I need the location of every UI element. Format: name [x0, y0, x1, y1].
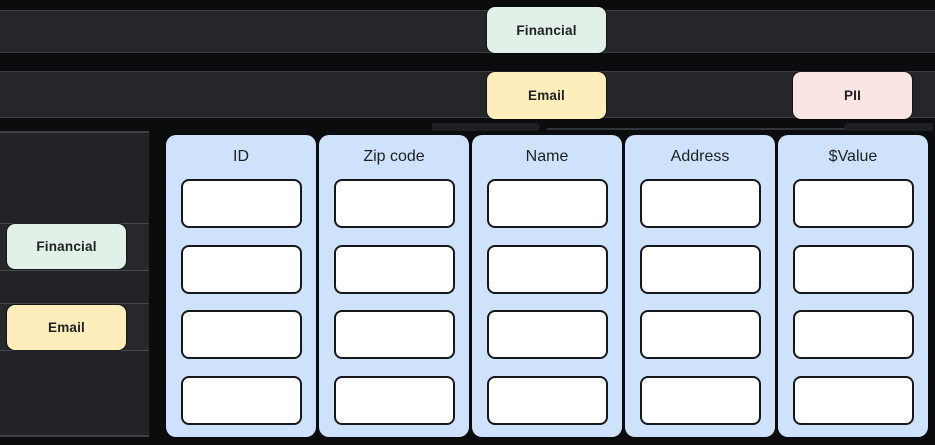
top-row-2 — [0, 71, 935, 118]
sidebar-panel: Financial Email — [0, 131, 149, 437]
table-column--value: $Value — [778, 135, 928, 437]
table-cell[interactable] — [486, 179, 608, 228]
table-cell[interactable] — [639, 375, 761, 425]
table-column-id: ID — [166, 135, 316, 437]
table-cell[interactable] — [180, 179, 302, 228]
connector-stub-right — [844, 123, 933, 131]
table-cell[interactable] — [180, 310, 302, 359]
table-column-zip-code: Zip code — [319, 135, 469, 437]
table-cell[interactable] — [333, 375, 455, 425]
table-cell[interactable] — [792, 375, 914, 425]
table-cell[interactable] — [792, 244, 914, 294]
table-cell[interactable] — [180, 375, 302, 425]
table-cell[interactable] — [639, 179, 761, 228]
column-header: Name — [525, 148, 569, 165]
tag-pii-top[interactable]: PII — [793, 72, 912, 119]
column-cells — [792, 179, 914, 425]
column-header: Address — [670, 148, 730, 165]
table-cell[interactable] — [792, 179, 914, 228]
table-cell[interactable] — [639, 310, 761, 359]
table-cell[interactable] — [792, 310, 914, 359]
column-cells — [333, 179, 455, 425]
column-header: $Value — [828, 148, 878, 165]
table-cell[interactable] — [333, 310, 455, 359]
connector-line — [547, 128, 847, 130]
table-column-address: Address — [625, 135, 775, 437]
tag-financial-top[interactable]: Financial — [487, 7, 606, 53]
table-cell[interactable] — [333, 179, 455, 228]
column-cells — [639, 179, 761, 425]
table-cell[interactable] — [486, 375, 608, 425]
table-cell[interactable] — [180, 244, 302, 294]
table-cell[interactable] — [639, 244, 761, 294]
tag-email-side[interactable]: Email — [7, 305, 126, 350]
tag-financial-side[interactable]: Financial — [7, 224, 126, 269]
tag-email-top[interactable]: Email — [487, 72, 606, 119]
table-cell[interactable] — [333, 244, 455, 294]
column-header: Zip code — [363, 148, 425, 165]
table-cell[interactable] — [486, 244, 608, 294]
table-column-name: Name — [472, 135, 622, 437]
column-header: ID — [233, 148, 249, 165]
table-cell[interactable] — [486, 310, 608, 359]
connector-stub-left — [432, 123, 540, 131]
column-cells — [180, 179, 302, 425]
top-row-1 — [0, 10, 935, 53]
column-cells — [486, 179, 608, 425]
